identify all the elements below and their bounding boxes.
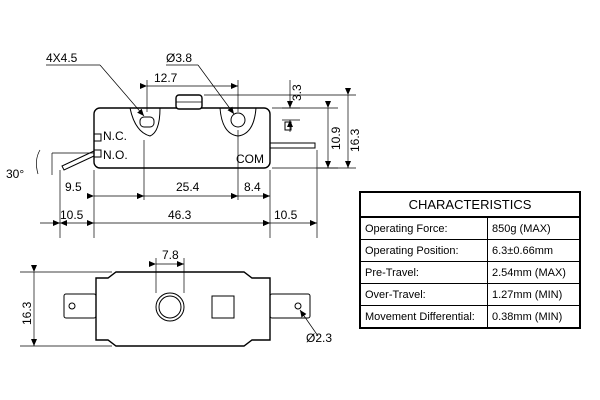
spec-name: Over-Travel: [359,283,488,306]
mounting-slot [139,116,155,128]
spec-value: 1.27mm (MIN) [487,283,581,306]
square-window [211,295,235,319]
hole-offset-label: 3.3 [290,84,304,101]
bottom-width-label: 7.8 [162,248,179,262]
com-terminal [269,142,316,149]
holes-count-label: 4X4.5 [46,51,78,65]
table-row: Movement Differential: 0.38mm (MIN) [359,305,581,329]
spec-value: 2.54mm (MAX) [487,261,581,284]
dim-row1-right-label: 8.4 [244,180,261,194]
spec-name: Operating Force: [359,216,488,240]
overall-height-label: 16.3 [348,128,362,152]
mounting-hole [230,112,246,128]
right-terminal [269,293,311,319]
top-view: N.C. N.O. COM 4X4.5 Ø3.8 12.7 3.3 10.9 1… [6,51,362,238]
spec-name: Pre-Travel: [359,261,488,284]
spec-value: 6.3±0.66mm [487,239,581,262]
com-label: COM [236,152,264,166]
bottom-view: 7.8 16.3 Ø2.3 [20,248,332,347]
body-height-label: 10.9 [329,126,343,150]
characteristics-table: CHARACTERISTICS Operating Force: 850g (M… [359,191,581,329]
table-row: Operating Position: 6.3±0.66mm [359,239,581,262]
hole-pitch-label: 12.7 [154,71,178,85]
dim-row2-mid-label: 46.3 [168,208,192,222]
round-actuator [155,292,185,322]
dim-row1-mid-label: 25.4 [176,180,200,194]
characteristics-title: CHARACTERISTICS [359,191,581,218]
bottom-body [95,271,271,347]
nc-terminal [93,133,102,142]
terminal-hole-label: Ø2.3 [306,331,332,345]
angle-label: 30° [6,167,24,181]
terminal-hole [294,302,302,310]
spec-name: Operating Position: [359,239,488,262]
dim-row2-left-label: 10.5 [60,208,84,222]
spec-value: 850g (MAX) [487,216,581,240]
dim-row2-right-label: 10.5 [274,208,298,222]
no-terminal [93,149,102,158]
spec-value: 0.38mm (MIN) [487,305,581,329]
nc-label: N.C. [103,129,127,143]
hole-diameter-label: Ø3.8 [166,51,192,65]
table-row: Over-Travel: 1.27mm (MIN) [359,283,581,306]
table-row: Pre-Travel: 2.54mm (MAX) [359,261,581,284]
dim-row1-left-label: 9.5 [65,180,82,194]
left-terminal [63,293,97,319]
no-label: N.O. [103,148,128,162]
table-row: Operating Force: 850g (MAX) [359,216,581,240]
spec-name: Movement Differential: [359,305,488,329]
bottom-height-label: 16.3 [20,301,34,325]
